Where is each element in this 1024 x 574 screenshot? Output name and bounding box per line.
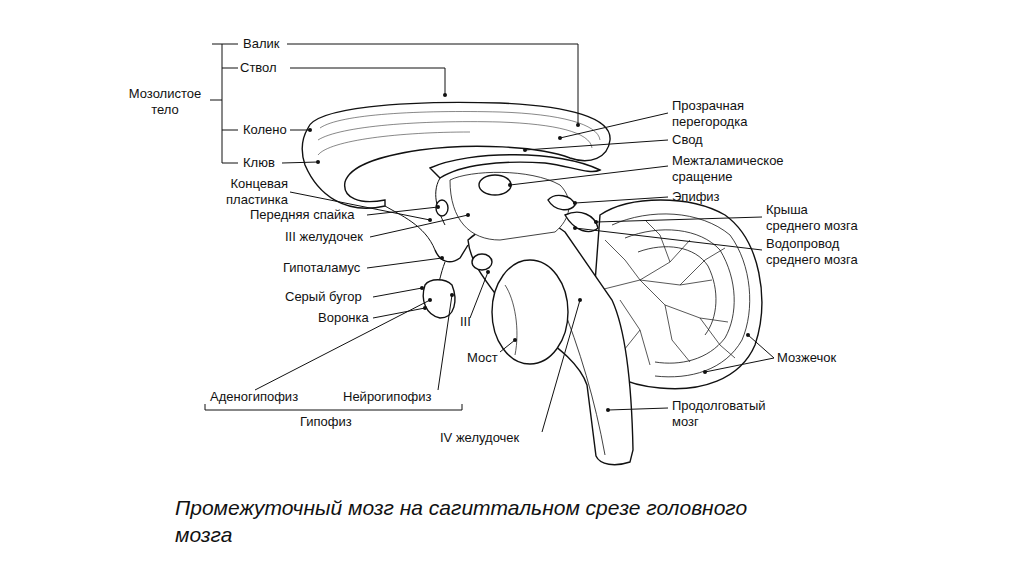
- cerebellum-label: Мозжечок: [777, 350, 836, 366]
- adenohypophysis-label: Аденогипофиз: [210, 389, 298, 405]
- fourth-ventricle-label: IV желудочек: [440, 430, 519, 446]
- splenium-label: Валик: [243, 36, 279, 52]
- hypophysis-label: Гипофиз: [300, 414, 352, 430]
- trunk-label: Ствол: [240, 60, 277, 76]
- infundibulum-label: Воронка: [318, 310, 369, 326]
- pons-label: Мост: [467, 350, 498, 366]
- rostrum-label: Клюв: [243, 155, 275, 171]
- aqueduct-label: Водопровод среднего мозга: [766, 236, 891, 268]
- genu-label: Колено: [243, 122, 287, 138]
- figure-caption: Промежуточный мозг на сагиттальном срезе…: [175, 494, 765, 548]
- third-ventricle-label: III желудочек: [285, 229, 363, 245]
- septum-pellucidum-label: Прозрачная перегородка: [672, 98, 774, 130]
- tectum-label: Крыша среднего мозга: [766, 202, 861, 234]
- tuber-cinereum-label: Серый бугор: [285, 289, 362, 305]
- cranial-nerve-number: III: [460, 314, 471, 330]
- hypothalamus-label: Гипоталамус: [283, 260, 360, 276]
- epiphysis-label: Эпифиз: [672, 189, 720, 205]
- interthalamic-adhesion-label: Межталамическое сращение: [672, 153, 797, 185]
- neurohypophysis-label: Нейрогипофиз: [343, 389, 432, 405]
- fornix-label: Свод: [672, 132, 703, 148]
- lamina-terminalis-label: Концевая пластинка: [204, 176, 288, 208]
- medulla-label: Продолговатый мозг: [672, 398, 772, 430]
- anterior-commissure-label: Передняя спайка: [250, 207, 354, 223]
- corpus-callosum-label: Мозолистое тело: [122, 86, 208, 118]
